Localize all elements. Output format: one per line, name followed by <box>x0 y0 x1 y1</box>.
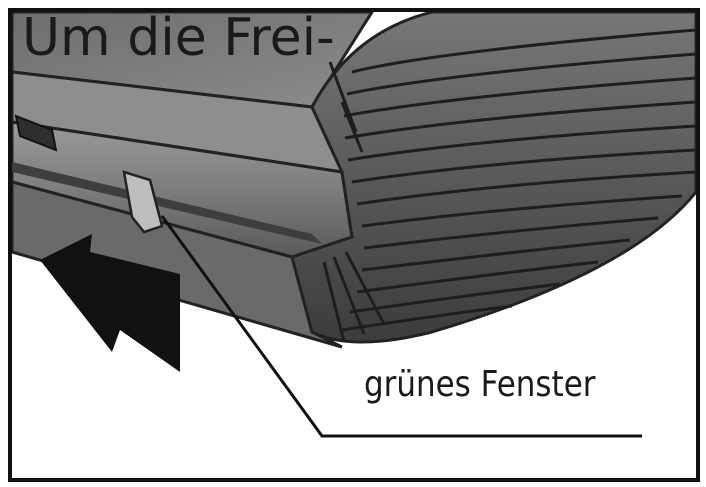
device-front-edge <box>12 162 322 244</box>
figure-frame: Um die Frei- grünes Fenster <box>8 8 700 482</box>
callout-label-green-window: grünes Fenster <box>364 364 596 405</box>
callout-line <box>160 215 642 438</box>
device-side-slot <box>14 114 58 152</box>
green-window <box>122 170 164 234</box>
device-lower-body <box>12 180 343 349</box>
top-text: Um die Frei- <box>22 8 335 68</box>
device-ribs <box>322 28 696 343</box>
direction-arrow-icon <box>40 234 180 372</box>
device-illustration <box>12 12 696 438</box>
